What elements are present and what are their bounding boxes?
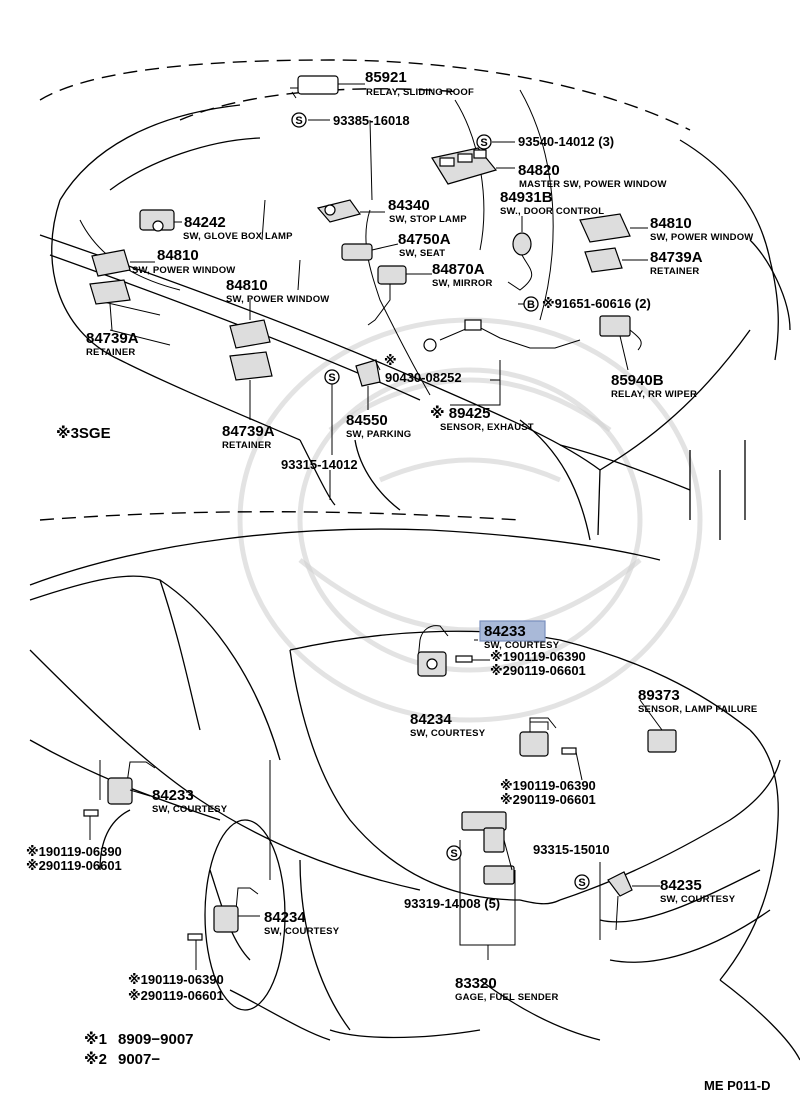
part-desc-84870a: SW, MIRROR [432, 278, 493, 289]
part-number-84820: 84820 [518, 162, 560, 179]
part-number-84739a-center: 84739A [222, 423, 275, 440]
part-number-84550: 84550 [346, 412, 388, 429]
part-desc-83320: GAGE, FUEL SENDER [455, 992, 559, 1003]
part-number-84739a-left: 84739A [86, 330, 139, 347]
svg-text:S: S [480, 137, 487, 149]
engine-note: ※3SGE [56, 424, 111, 442]
part-number-84810-right: 84810 [650, 215, 692, 232]
s-symbol-icon: S [324, 369, 340, 385]
part-number-93315-14012: 93315-14012 [281, 457, 358, 472]
part-desc-84810-center: SW, POWER WINDOW [226, 294, 329, 305]
s-symbol-icon: S [446, 845, 462, 861]
part-number-84810-left: 84810 [157, 247, 199, 264]
footnote-legend: ※1 8909−9007 ※2 9007− [84, 1030, 194, 1068]
part-number-190119-lower: ※190119-06390 [128, 972, 224, 987]
svg-text:B: B [527, 299, 535, 311]
part-desc-89425: SENSOR, EXHAUST [440, 422, 534, 433]
leader-lines [89, 83, 663, 970]
part-number-290119-left: ※290119-06601 [26, 858, 122, 873]
part-number-93540: 93540-14012 (3) [518, 134, 614, 149]
part-number-190119-mid: ※190119-06390 [500, 778, 596, 793]
s-symbol-icon: S [574, 874, 590, 890]
footnote-mark-1: ※1 [84, 1030, 107, 1048]
diagram-code: ME P011-D [704, 1078, 770, 1093]
s-symbol-icon: S [291, 112, 307, 128]
part-number-84931b: 84931B [500, 189, 553, 206]
part-number-89373: 89373 [638, 687, 680, 704]
part-desc-84234-lower: SW, COURTESY [264, 926, 340, 937]
lower-car-outline [29, 511, 800, 1061]
part-desc-85921: RELAY, SLIDING ROOF [366, 87, 474, 98]
part-number-84340: 84340 [388, 197, 430, 214]
part-desc-84750a: SW, SEAT [399, 248, 445, 259]
part-number-84870a: 84870A [432, 261, 485, 278]
part-number-91651: ※91651-60616 (2) [542, 296, 651, 311]
s-symbol-icon: S [476, 134, 492, 150]
part-desc-84550: SW, PARKING [346, 429, 411, 440]
svg-text:S: S [578, 877, 585, 889]
part-desc-89373: SENSOR, LAMP FAILURE [638, 704, 757, 715]
part-number-85940b: 85940B [611, 372, 664, 389]
part-number-90430: 90430-08252 [385, 370, 462, 385]
part-number-84235: 84235 [660, 877, 702, 894]
b-symbol-icon: B [523, 296, 539, 312]
part-number-84750a: 84750A [398, 231, 451, 248]
part-desc-84739a-right: RETAINER [650, 266, 699, 277]
part-desc-84233-left: SW, COURTESY [152, 804, 228, 815]
part-number-84810-center: 84810 [226, 277, 268, 294]
part-desc-84235: SW, COURTESY [660, 894, 736, 905]
part-number-290119-mid: ※290119-06601 [500, 792, 596, 807]
svg-text:S: S [295, 115, 302, 127]
footnote-range-1: 8909−9007 [118, 1031, 194, 1048]
part-number-93319: 93319-14008 (5) [404, 896, 500, 911]
part-desc-84810-right: SW, POWER WINDOW [650, 232, 753, 243]
part-number-93385: 93385-16018 [333, 113, 410, 128]
part-desc-85940b: RELAY, RR WIPER [611, 389, 697, 400]
part-number-290119-center: ※290119-06601 [490, 663, 586, 678]
part-shapes [83, 75, 677, 941]
part-number-84739a-right: 84739A [650, 249, 703, 266]
part-desc-84340: SW, STOP LAMP [389, 214, 467, 225]
part-number-84242: 84242 [184, 214, 226, 231]
part-desc-84931b: SW., DOOR CONTROL [500, 206, 604, 217]
part-number-84233-center: 84233 [484, 623, 526, 640]
part-desc-84242: SW, GLOVE BOX LAMP [183, 231, 293, 242]
part-number-190119-center: ※190119-06390 [490, 649, 586, 664]
part-desc-84739a-left: RETAINER [86, 347, 135, 358]
part-number-190119-left: ※190119-06390 [26, 844, 122, 859]
part-mark-90430: ※ [384, 353, 397, 368]
part-number-83320: 83320 [455, 975, 497, 992]
part-desc-84233-center: SW, COURTESY [484, 640, 560, 651]
part-number-84234-center: 84234 [410, 711, 452, 728]
fastener-symbols: S S B S S S [291, 112, 590, 890]
part-desc-84820: MASTER SW, POWER WINDOW [519, 179, 667, 190]
part-number-85921: 85921 [365, 69, 407, 86]
part-desc-84739a-center: RETAINER [222, 440, 271, 451]
part-number-84233-left: 84233 [152, 787, 194, 804]
part-desc-84234-center: SW, COURTESY [410, 728, 486, 739]
svg-text:S: S [450, 848, 457, 860]
part-labels: 85921 RELAY, SLIDING ROOF 93385-16018 93… [26, 69, 757, 1003]
svg-text:S: S [328, 372, 335, 384]
part-number-84234-lower: 84234 [264, 909, 306, 926]
part-number-290119-lower: ※290119-06601 [128, 988, 224, 1003]
footnote-range-2: 9007− [118, 1051, 160, 1068]
footnote-mark-2: ※2 [84, 1050, 107, 1068]
part-number-89425: ※ 89425 [430, 404, 490, 422]
part-number-93315-15010: 93315-15010 [533, 842, 610, 857]
part-desc-84810-left: SW, POWER WINDOW [132, 265, 235, 276]
highlight-box [479, 620, 546, 642]
